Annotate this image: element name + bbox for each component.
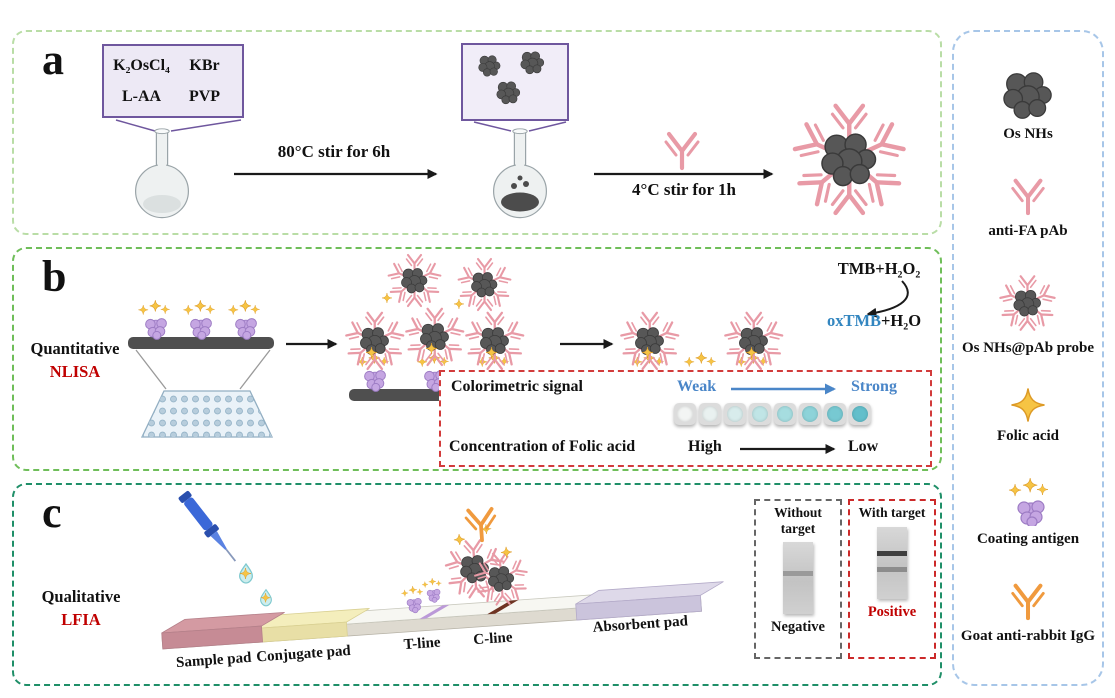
legend-label: Os NHs xyxy=(1003,125,1053,142)
strip-photo-positive xyxy=(877,526,907,599)
lfia-strip: Sample pad Conjugate pad T-line C-line A… xyxy=(161,506,724,671)
reaction-step1-label: 80°C stir for 6h xyxy=(277,142,391,161)
panel-a-label: a xyxy=(42,35,64,84)
result-box-positive: With target Positive xyxy=(848,499,936,659)
reagent-box: K₂OsCl₄ KBr L-AA PVP xyxy=(102,44,244,118)
assay-well xyxy=(774,403,796,425)
result-title: With target xyxy=(858,505,926,520)
assay-well xyxy=(849,403,871,425)
concentration-high-label: High xyxy=(688,438,722,455)
pink-antibody-icon xyxy=(1007,174,1049,218)
probe-cluster-antibody-icon xyxy=(995,271,1061,335)
product-suffix: +H₂O xyxy=(881,311,922,330)
method-abbr: NLISA xyxy=(49,362,101,382)
result-box-negative: Without target Negative xyxy=(754,499,842,659)
legend-label: Coating antigen xyxy=(976,531,1080,548)
assay-well xyxy=(699,403,721,425)
well-strip xyxy=(128,337,274,349)
t-line-band xyxy=(877,566,907,572)
panel-b-label: b xyxy=(42,252,67,301)
orange-antibody-icon xyxy=(1007,579,1049,623)
method-abbr: LFIA xyxy=(61,610,101,630)
c-line-aggregate xyxy=(442,506,530,608)
t-line xyxy=(419,604,450,620)
purple-antigen-star-icon xyxy=(1003,476,1053,526)
orange-antibody-icon xyxy=(463,506,499,544)
legend-item: Goat anti-rabbit IgG xyxy=(961,579,1095,645)
weak-to-strong-arrow xyxy=(731,383,836,395)
panel-nlisa: b Quantitative NLISA TMB+H₂O₂ oxTMB+H₂O xyxy=(12,247,942,471)
reagent-label: PVP xyxy=(188,87,221,105)
microplate-assembly xyxy=(128,300,274,438)
lfia-method-label: Qualitative LFIA xyxy=(22,585,140,631)
strip-label-t-line: T-line xyxy=(403,635,441,654)
panel-lfia: c Qualitative LFIA xyxy=(12,483,942,686)
reaction-step2-label: 4°C stir for 1h xyxy=(632,180,736,199)
assay-well xyxy=(674,403,696,425)
legend-item: Coating antigen xyxy=(977,476,1079,548)
result-title: Without target xyxy=(774,505,822,536)
strip-label-conjugate-pad: Conjugate pad xyxy=(256,643,352,666)
assay-well xyxy=(724,403,746,425)
round-bottom-flask-2 xyxy=(492,127,548,219)
legend-label: Os NHs@pAb probe xyxy=(961,339,1095,356)
result-verdict: Positive xyxy=(867,603,917,620)
assay-well xyxy=(824,403,846,425)
yellow-star-icon xyxy=(1010,388,1046,423)
concentration-label: Concentration of Folic acid xyxy=(449,438,636,455)
pink-antibody-icon xyxy=(666,134,698,168)
colorimetric-result-box: Colorimetric signal Weak Strong Concentr… xyxy=(439,370,932,467)
high-to-low-arrow xyxy=(740,444,836,454)
legend-item: anti-FA pAb xyxy=(988,174,1068,240)
pipette-icon xyxy=(178,490,237,562)
legend-label: anti-FA pAb xyxy=(988,222,1068,239)
panel-c-label: c xyxy=(42,488,62,537)
method-name: Qualitative xyxy=(41,587,121,606)
well-color-strip xyxy=(674,403,871,425)
signal-weak-label: Weak xyxy=(677,378,717,395)
probe-product-icon xyxy=(794,106,905,213)
panel-a-graphics xyxy=(115,43,939,219)
reagent-label: KBr xyxy=(189,56,220,74)
purple-antigen-star-icon xyxy=(228,300,259,339)
strip-photo-negative xyxy=(783,542,813,615)
c-line-band xyxy=(877,550,907,556)
result-verdict: Negative xyxy=(771,619,825,636)
purple-antigen-star-icon xyxy=(138,300,169,339)
legend-item: Folic acid xyxy=(997,387,1059,445)
c-line-band xyxy=(783,570,813,576)
nlisa-method-label: Quantitative NLISA xyxy=(16,337,134,383)
legend-label: Goat anti-rabbit IgG xyxy=(960,628,1096,645)
signal-strong-label: Strong xyxy=(851,378,897,395)
purple-antigen-star-icon xyxy=(422,577,443,603)
sample-droplet-icon xyxy=(260,589,272,607)
concentration-low-label: Low xyxy=(848,438,879,455)
round-bottom-flask-1 xyxy=(134,127,190,219)
strip-label-absorbent-pad: Absorbent pad xyxy=(592,613,689,636)
tmb-reaction-arrow xyxy=(866,280,909,318)
product-label: oxTMB+H₂O xyxy=(799,311,949,331)
sample-droplet-icon xyxy=(238,563,254,584)
legend-label: Folic acid xyxy=(996,428,1060,445)
os-nanocluster-icon xyxy=(1003,72,1052,119)
legend-item: Os NHs@pAb probe xyxy=(962,271,1094,357)
assay-well xyxy=(749,403,771,425)
panel-synthesis: a K₂OsCl₄ KBr L-AA PVP 80°C stir for 6h … xyxy=(12,30,942,235)
purple-antigen-star-icon xyxy=(183,300,214,339)
reagent-label: K₂OsCl₄ xyxy=(113,56,170,74)
signal-label: Colorimetric signal xyxy=(451,378,583,395)
strip-label-c-line: C-line xyxy=(473,630,514,649)
method-name: Quantitative xyxy=(30,339,120,358)
product-highlight: oxTMB xyxy=(826,311,882,330)
substrate-label: TMB+H₂O₂ xyxy=(837,259,921,278)
strip-label-sample-pad: Sample pad xyxy=(176,650,253,671)
legend-item: Os NHs xyxy=(1001,71,1055,143)
panel-c-graphics: Sample pad Conjugate pad T-line C-line A… xyxy=(161,490,724,671)
assay-well xyxy=(799,403,821,425)
reagent-label: L-AA xyxy=(121,87,162,105)
legend-panel: Os NHs anti-FA pAb Os NHs@pAb probe Foli… xyxy=(952,30,1104,686)
nanoparticle-zoom-box xyxy=(461,43,569,121)
